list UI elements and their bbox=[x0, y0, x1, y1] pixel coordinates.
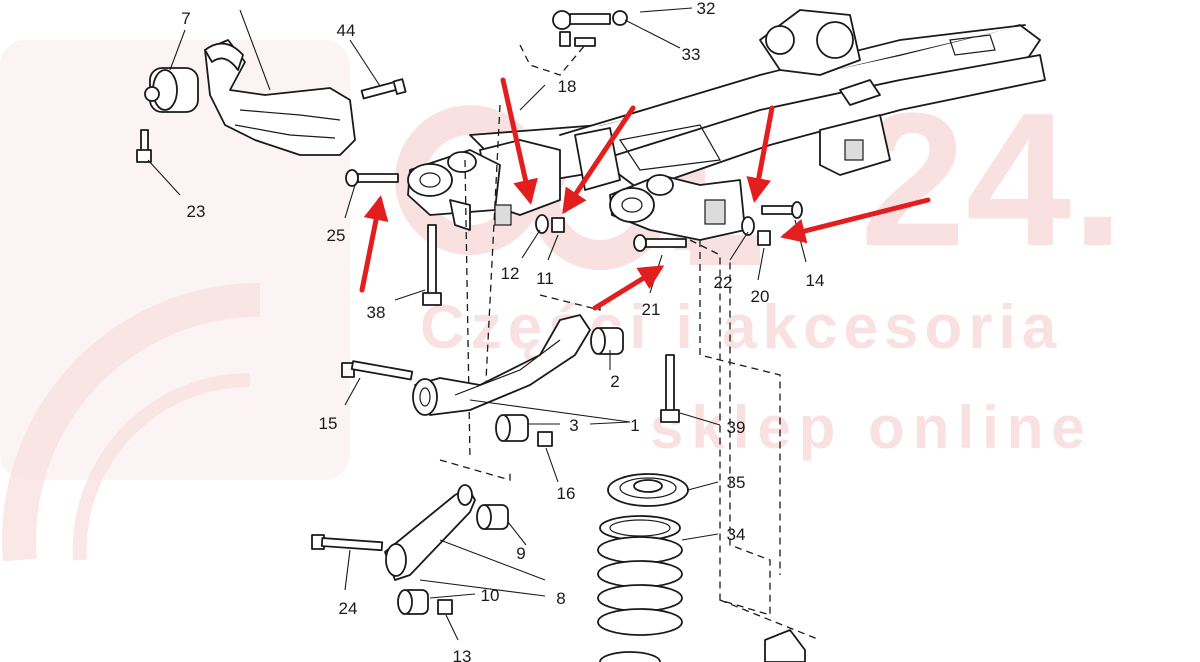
callout-8: 8 bbox=[556, 589, 565, 608]
bolt-25 bbox=[345, 169, 399, 187]
lower-spring-seat bbox=[599, 651, 661, 662]
arrow-nut-20-icon bbox=[780, 197, 931, 244]
callout-32: 32 bbox=[697, 0, 716, 18]
watermark: 24. Części i akcesoria sklep online bbox=[0, 40, 1124, 562]
link-32-33 bbox=[552, 10, 628, 47]
watermark-left-block bbox=[0, 40, 350, 480]
upper-link bbox=[384, 484, 509, 615]
spring-seat bbox=[607, 473, 689, 507]
trailing-arm bbox=[144, 39, 356, 156]
callout-38: 38 bbox=[367, 303, 386, 322]
callout-22: 22 bbox=[714, 273, 733, 292]
arrow-nut-11-icon bbox=[562, 105, 636, 215]
callout-34: 34 bbox=[727, 525, 746, 544]
arrow-bolt-25-icon bbox=[359, 195, 389, 293]
bolt-21 bbox=[633, 234, 687, 252]
callout-12: 12 bbox=[501, 264, 520, 283]
bolt-24 bbox=[311, 534, 384, 552]
bump-stop bbox=[764, 629, 806, 662]
callout-11: 11 bbox=[536, 269, 554, 288]
bolt-15 bbox=[341, 360, 414, 381]
coil-spring bbox=[597, 515, 683, 636]
speedometer-logo-icon bbox=[2, 282, 261, 562]
arrow-bolt-21-icon bbox=[592, 265, 665, 311]
callout-numbers: 7 44 23 25 38 32 33 18 12 11 21 22 20 14… bbox=[181, 0, 824, 662]
callout-15: 15 bbox=[319, 414, 338, 433]
callout-25: 25 bbox=[327, 226, 346, 245]
callout-39: 39 bbox=[727, 418, 746, 437]
watermark-tagline-1: Części i akcesoria bbox=[420, 293, 1062, 362]
callout-10: 10 bbox=[481, 586, 500, 605]
callout-9: 9 bbox=[516, 544, 525, 563]
bolt-23 bbox=[136, 129, 152, 163]
callout-33: 33 bbox=[682, 45, 701, 64]
highlight-arrows bbox=[359, 77, 931, 311]
callout-3: 3 bbox=[569, 416, 578, 435]
callout-1: 1 bbox=[630, 416, 639, 435]
callout-44: 44 bbox=[337, 21, 356, 40]
bolt-38 bbox=[422, 224, 442, 306]
callout-35: 35 bbox=[727, 473, 746, 492]
callout-7: 7 bbox=[181, 9, 190, 28]
bolt-14 bbox=[761, 201, 803, 219]
callout-13: 13 bbox=[453, 647, 472, 662]
bolt-44 bbox=[360, 78, 407, 100]
nut-washer-11-12 bbox=[535, 214, 565, 234]
assembly-guides bbox=[439, 44, 821, 641]
callout-2: 2 bbox=[610, 372, 619, 391]
arrow-bracket-left-icon bbox=[500, 77, 538, 205]
arrow-bolt-14-icon bbox=[746, 105, 775, 203]
subframe-crossmember bbox=[407, 9, 1046, 241]
watermark-tagline-2: sklep online bbox=[650, 394, 1093, 461]
callout-23: 23 bbox=[187, 202, 206, 221]
callout-21: 21 bbox=[642, 300, 661, 319]
nut-washer-20-22 bbox=[741, 216, 771, 246]
leader-lines bbox=[147, 7, 807, 641]
callout-20: 20 bbox=[751, 287, 770, 306]
nut-16 bbox=[537, 431, 553, 447]
callout-16: 16 bbox=[557, 484, 576, 503]
callout-24: 24 bbox=[339, 599, 358, 618]
bolt-39 bbox=[660, 354, 680, 423]
nut-13 bbox=[437, 599, 453, 615]
lower-control-arm bbox=[412, 314, 624, 442]
callout-18: 18 bbox=[558, 77, 577, 96]
callout-14: 14 bbox=[806, 271, 825, 290]
